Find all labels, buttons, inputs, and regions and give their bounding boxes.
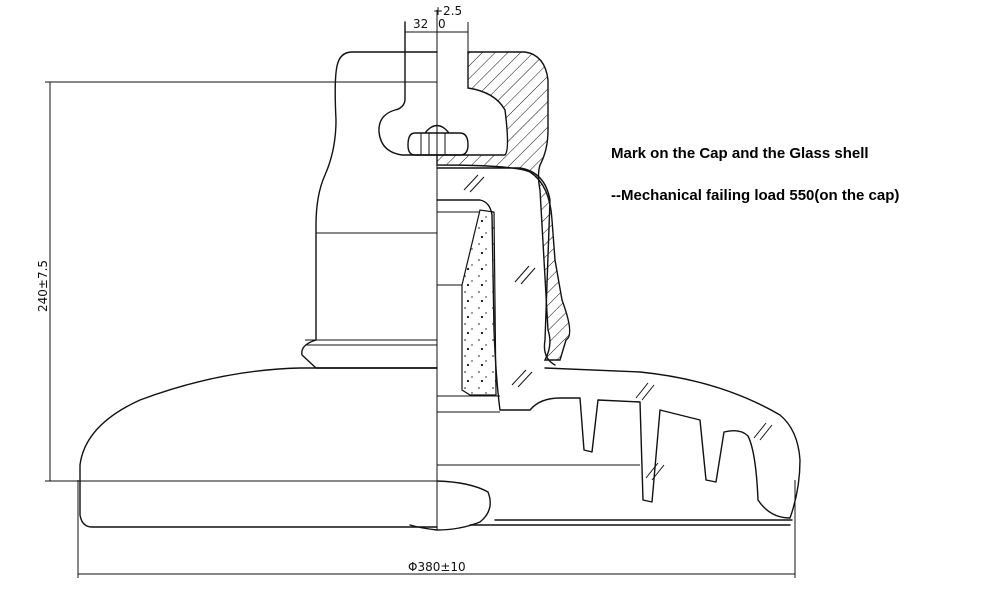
glass-marks <box>463 174 773 481</box>
cap-exterior-outline <box>301 51 438 369</box>
shell-section-outline <box>436 199 801 519</box>
dim-socket-value: 32 <box>413 17 428 31</box>
socket-opening <box>378 21 438 156</box>
shell-exterior-outline <box>79 367 438 528</box>
dimension-socket-width: 32 +2.5 0 <box>404 4 469 52</box>
dimension-diameter: Φ380±10 <box>77 480 796 578</box>
dim-height-value: 240±7.5 <box>36 260 50 312</box>
note-mark: Mark on the Cap and the Glass shell <box>611 145 869 162</box>
dim-socket-tol-lower: 0 <box>438 17 446 31</box>
cement-layer-cap <box>436 167 556 366</box>
dim-diameter-value: Φ380±10 <box>408 560 466 574</box>
dim-socket-tol-upper: +2.5 <box>433 4 462 18</box>
cement-pin-region <box>461 209 497 396</box>
cap-section <box>436 51 571 361</box>
pin-boss <box>409 480 491 531</box>
dimension-height: 240±7.5 <box>36 81 437 482</box>
locking-pin <box>407 124 469 156</box>
note-failing-load: --Mechanical failing load 550(on the cap… <box>611 187 900 204</box>
